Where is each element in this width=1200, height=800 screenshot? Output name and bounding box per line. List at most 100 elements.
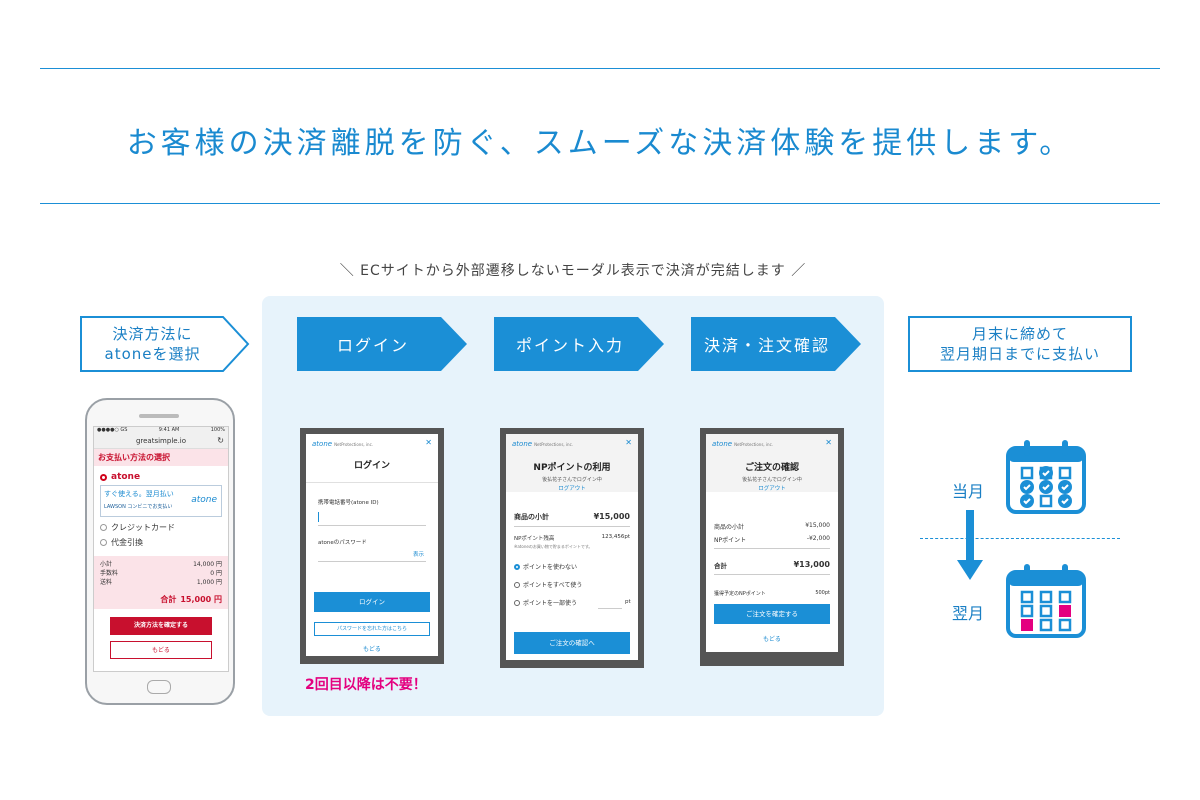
partial-points-input[interactable] bbox=[598, 598, 622, 609]
balance-value: 123,456pt bbox=[601, 534, 630, 540]
radio-icon[interactable] bbox=[100, 539, 107, 546]
login-back-link[interactable]: もどる bbox=[363, 646, 381, 653]
logout-link[interactable]: ログアウト bbox=[558, 486, 586, 492]
month-divider bbox=[920, 538, 1120, 539]
option-cod[interactable]: 代金引換 bbox=[94, 535, 228, 550]
radio-icon[interactable] bbox=[514, 581, 520, 588]
fee-value: 0 円 bbox=[210, 570, 222, 577]
calendar-due-icon bbox=[1006, 562, 1086, 644]
points-label: NPポイント bbox=[714, 537, 747, 544]
show-password-link[interactable]: 表示 bbox=[412, 552, 424, 558]
phone-input-underline bbox=[318, 525, 426, 526]
select-atone-box: 決済方法に atoneを選択 bbox=[80, 316, 250, 372]
phone-number-label: 携帯電話番号(atone ID) bbox=[318, 500, 379, 506]
select-atone-line2: atoneを選択 bbox=[104, 345, 201, 363]
radio-icon[interactable] bbox=[100, 524, 107, 531]
points-title: NPポイントの利用 bbox=[533, 463, 611, 473]
subtotal-value: ¥15,000 bbox=[805, 522, 830, 529]
reload-icon[interactable]: ↻ bbox=[217, 436, 224, 445]
confirm-payment-method-button[interactable]: 決済方法を確定する bbox=[110, 617, 212, 635]
atone-banner: すぐ使える。翌月払い LAWSON コンビニでお支払い atone bbox=[100, 485, 222, 517]
radio-all-points[interactable]: ポイントをすべて使う bbox=[514, 580, 582, 589]
atone-logo: atone bbox=[191, 495, 217, 505]
phone-url-bar[interactable]: greatsimple.io ↻ bbox=[94, 434, 228, 449]
step-login-label: ログイン bbox=[336, 336, 409, 355]
place-order-button[interactable]: ご注文を確定する bbox=[714, 604, 830, 624]
status-signal: ●●●●○ GS bbox=[97, 427, 128, 433]
logged-in-user: 後払花子さんでログイン中 bbox=[742, 477, 802, 483]
balance-label: NPポイント残高 bbox=[514, 536, 555, 542]
shipping-value: 1,000 円 bbox=[196, 579, 222, 586]
step-confirm: 決済・注文確認 bbox=[691, 317, 861, 371]
login-button[interactable]: ログイン bbox=[314, 592, 430, 612]
option-atone-label: atone bbox=[111, 472, 141, 482]
monthly-billing-line1: 月末に締めて bbox=[971, 325, 1068, 343]
password-input[interactable] bbox=[318, 546, 426, 560]
phone-back-button[interactable]: もどる bbox=[110, 641, 212, 659]
confirm-title: ご注文の確認 bbox=[744, 463, 799, 473]
phone-speaker bbox=[139, 414, 179, 418]
password-underline bbox=[318, 561, 426, 562]
phone-screen: ●●●●○ GS 9:41 AM 100% greatsimple.io ↻ お… bbox=[93, 426, 229, 672]
forgot-password-button[interactable]: パスワードを忘れた方はこちら bbox=[314, 622, 430, 636]
status-battery: 100% bbox=[210, 427, 225, 433]
points-subtotal-row: 商品の小計 ¥15,000 bbox=[514, 512, 630, 522]
radio-selected-icon[interactable] bbox=[514, 563, 520, 570]
no-login-after-second-note: 2回目以降は不要！ bbox=[305, 677, 427, 693]
subtotal-value: 14,000 円 bbox=[193, 561, 222, 568]
go-to-confirm-button[interactable]: ご注文の確認へ bbox=[514, 632, 630, 654]
option-credit[interactable]: クレジットカード bbox=[94, 520, 228, 535]
step-login: ログイン bbox=[297, 317, 467, 371]
radio-no-points[interactable]: ポイントを使わない bbox=[514, 562, 577, 571]
total-label: 合計 bbox=[160, 595, 177, 604]
pt-unit: pt bbox=[625, 599, 631, 605]
select-atone-line1: 決済方法に bbox=[112, 325, 193, 343]
radio-icon[interactable] bbox=[514, 599, 520, 606]
step-points: ポイント入力 bbox=[494, 317, 664, 371]
this-month-label: 当月 bbox=[952, 482, 985, 501]
subtotal-label: 商品の小計 bbox=[714, 524, 745, 531]
phone-number-input[interactable] bbox=[318, 510, 426, 524]
banner-text: すぐ使える。翌月払い bbox=[104, 490, 174, 498]
monthly-billing-box: 月末に締めて 翌月期日までに支払い bbox=[908, 316, 1132, 372]
confirm-back-link[interactable]: もどる bbox=[763, 636, 781, 643]
headline: お客様の決済離脱を防ぐ、スムーズな決済体験を提供します。 bbox=[126, 126, 1074, 161]
points-balance-row: NPポイント残高 123,456pt bbox=[514, 534, 630, 542]
earn-points-row: 獲得予定のNPポイント 500pt bbox=[714, 590, 830, 597]
outline-arrow-shape bbox=[80, 316, 250, 372]
option-credit-label: クレジットカード bbox=[111, 523, 175, 532]
radio-partial-points[interactable]: ポイントを一部使う bbox=[514, 598, 577, 607]
subtotal-label: 商品の小計 bbox=[514, 513, 549, 521]
phone-home-button[interactable] bbox=[147, 680, 171, 694]
total-value: 15,000 円 bbox=[180, 595, 222, 604]
option-atone[interactable]: atone bbox=[94, 470, 228, 484]
total-value: ¥13,000 bbox=[793, 560, 830, 569]
close-icon[interactable]: ✕ bbox=[825, 438, 832, 447]
login-title: ログイン bbox=[353, 461, 390, 471]
subtotal-label: 小計 bbox=[100, 561, 113, 568]
logged-in-user: 後払花子さんでログイン中 bbox=[542, 477, 602, 483]
close-icon[interactable]: ✕ bbox=[625, 438, 632, 447]
phone-url: greatsimple.io bbox=[135, 437, 187, 445]
next-month-label: 翌月 bbox=[952, 604, 985, 623]
points-value: -¥2,000 bbox=[806, 535, 830, 542]
phone-mockup: ●●●●○ GS 9:41 AM 100% greatsimple.io ↻ お… bbox=[85, 398, 235, 705]
close-icon[interactable]: ✕ bbox=[425, 438, 432, 447]
confirm-points-row: NPポイント -¥2,000 bbox=[714, 535, 830, 544]
bottom-rule bbox=[40, 203, 1160, 204]
banner-sub: LAWSON コンビニでお支払い bbox=[104, 504, 173, 510]
shipping-label: 送料 bbox=[100, 579, 113, 586]
arrow-down-icon bbox=[957, 510, 983, 586]
logout-link[interactable]: ログアウト bbox=[758, 486, 786, 492]
password-label: atoneのパスワード bbox=[318, 540, 367, 546]
radio-selected-icon[interactable] bbox=[100, 473, 107, 481]
earn-points-value: 500pt bbox=[815, 590, 830, 596]
